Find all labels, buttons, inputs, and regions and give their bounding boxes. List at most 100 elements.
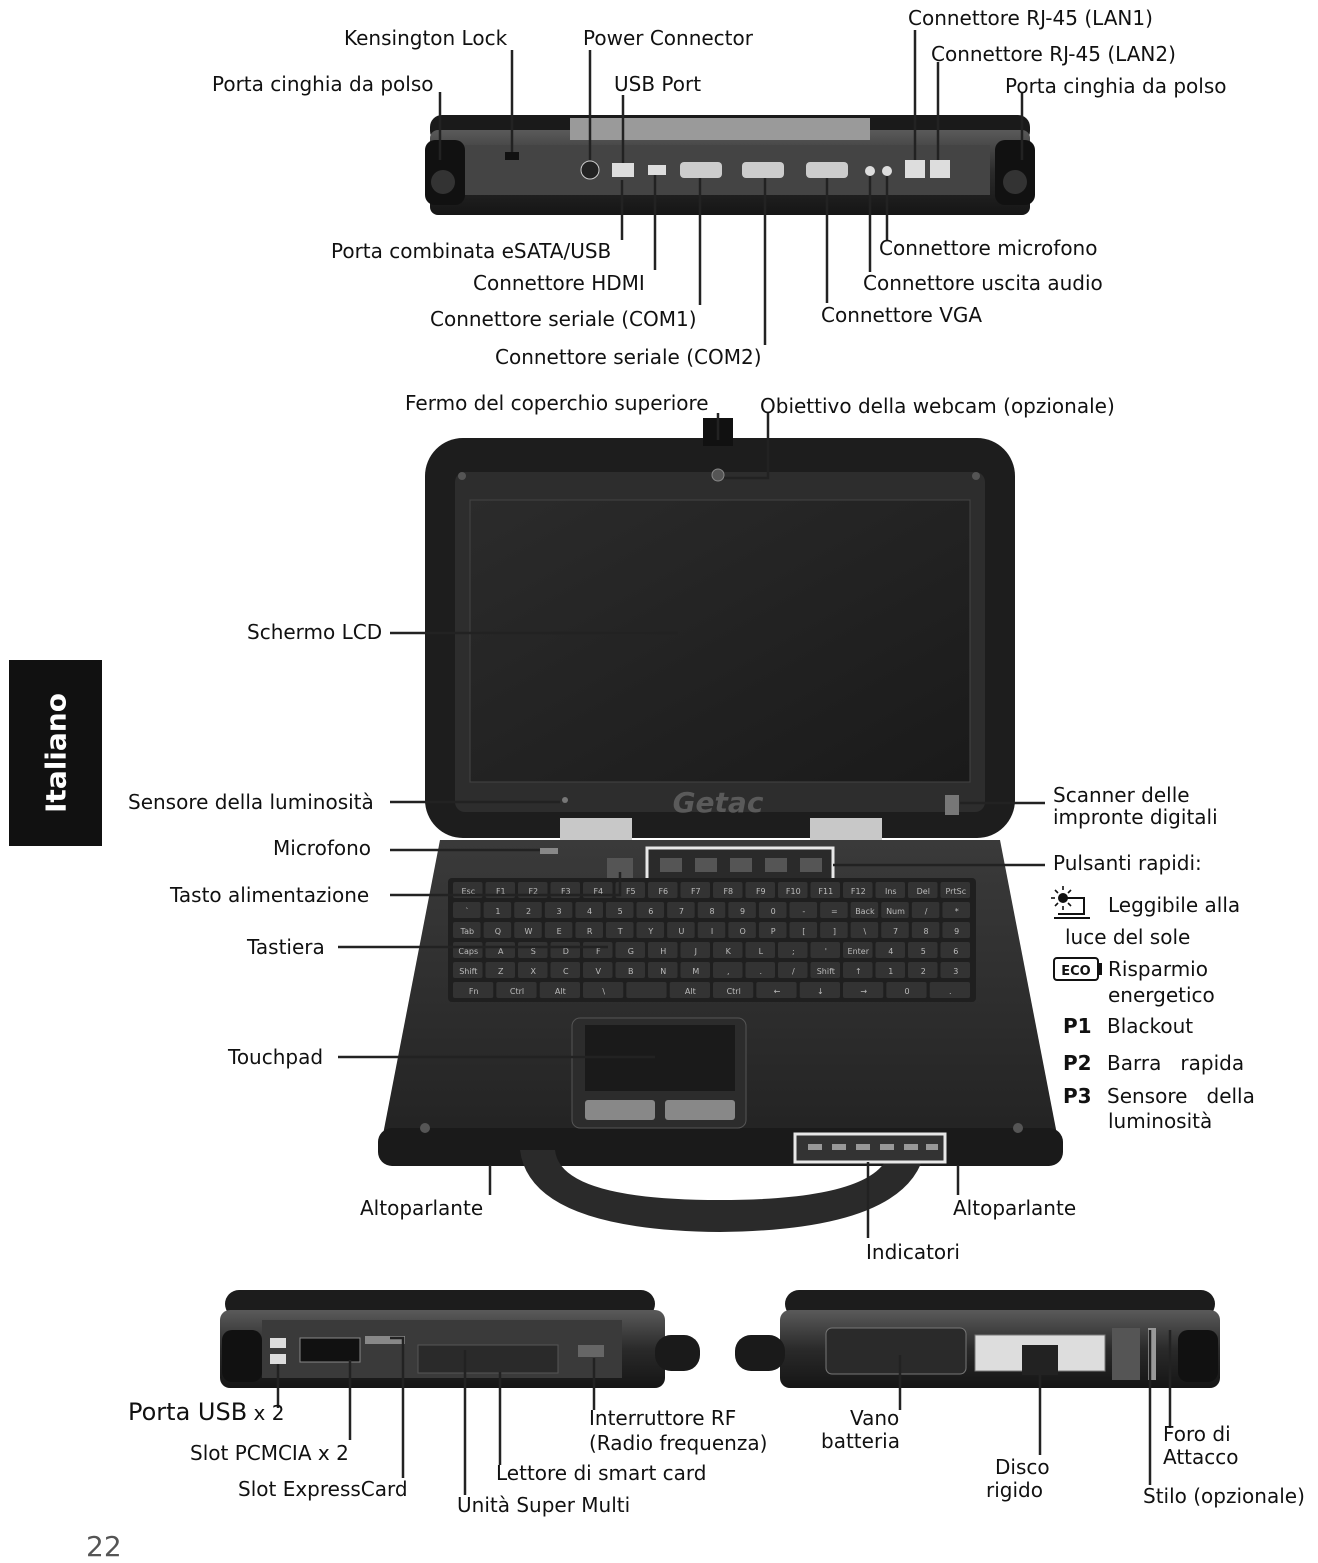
label-light-sensor: Sensore della luminosità (128, 790, 374, 814)
key-label: ' (825, 947, 827, 956)
key (667, 922, 695, 938)
key (942, 902, 970, 918)
language-tab-label: Italiano (39, 693, 72, 813)
key-label: 4 (587, 907, 592, 916)
key-label: N (660, 967, 666, 976)
key (810, 962, 840, 978)
key-label: . (949, 987, 952, 996)
lcd-screen (469, 499, 971, 783)
key (575, 922, 603, 938)
key (940, 882, 970, 898)
page-number: 22 (86, 1530, 122, 1563)
key (539, 982, 580, 998)
key (799, 982, 840, 998)
key-label: PrtSc (946, 887, 967, 896)
label-com2: Connettore seriale (COM2) (495, 345, 762, 369)
key (850, 902, 879, 918)
key-label: B (628, 967, 634, 976)
touchpad-right-button (665, 1100, 735, 1120)
battery-bay (825, 1327, 967, 1375)
key (605, 922, 634, 938)
key (453, 962, 483, 978)
rear-port-panel (460, 145, 990, 195)
key-label: I (711, 927, 713, 936)
label-indicators: Indicatori (866, 1240, 960, 1264)
strap-right-ring (1003, 170, 1027, 194)
key (605, 902, 634, 918)
usb-port (612, 163, 634, 177)
key (875, 962, 905, 978)
touchpad-left-button (585, 1100, 655, 1120)
audio-out-jack (865, 166, 875, 176)
key (850, 922, 879, 938)
base-screw-left (420, 1123, 430, 1133)
hotkey-sun-label-1: Leggibile alla (1108, 893, 1241, 917)
key (697, 922, 726, 938)
key (911, 902, 940, 918)
key-label: F7 (691, 887, 701, 896)
strap-left-ring (431, 170, 455, 194)
key-label: Enter (848, 947, 870, 956)
vga-port (806, 162, 848, 178)
key-label: Ctrl (727, 987, 741, 996)
key-label: ↓ (817, 987, 824, 996)
hotkey-sun-label-2: luce del sole (1065, 925, 1191, 949)
key (583, 962, 613, 978)
label-smartcard: Lettore di smart card (496, 1461, 707, 1485)
hotkey-eco-label-1: Risparmio (1108, 957, 1208, 981)
right-side-view (735, 1290, 1220, 1388)
label-usb-main: Porta USB (128, 1398, 248, 1426)
key-label: = (831, 907, 838, 916)
super-multi-drive (417, 1344, 559, 1374)
key-label: L (759, 947, 764, 956)
key-label: Ins (885, 887, 897, 896)
key-label: G (628, 947, 634, 956)
key-label: F8 (723, 887, 733, 896)
label-vga: Connettore VGA (821, 303, 983, 327)
key (713, 982, 754, 998)
key (453, 902, 481, 918)
label-usb-port: USB Port (614, 72, 702, 96)
key (485, 962, 515, 978)
key (881, 902, 909, 918)
power-key (607, 858, 633, 878)
key (680, 882, 710, 898)
key-label: F12 (851, 887, 866, 896)
hinge-right (810, 818, 882, 840)
key (669, 982, 710, 998)
key (908, 962, 938, 978)
key (514, 902, 542, 918)
key (636, 922, 665, 938)
key-label: O (739, 927, 745, 936)
svg-text:ECO: ECO (1061, 964, 1090, 979)
hotkey-p3-label: Sensore della (1107, 1084, 1255, 1108)
label-super-multi: Unità Super Multi (457, 1493, 631, 1517)
label-power-key: Tasto alimentazione (170, 883, 370, 907)
left-knob (655, 1335, 700, 1371)
key-label: 8 (709, 907, 714, 916)
hotkey-eco-label-2: energetico (1108, 983, 1215, 1007)
vent-grille (1112, 1328, 1140, 1380)
label-lan2: Connettore RJ-45 (LAN2) (931, 42, 1176, 66)
key (544, 902, 573, 918)
key (756, 982, 797, 998)
key (908, 942, 938, 958)
label-pcmcia: Slot PCMCIA x 2 (190, 1441, 349, 1465)
key (483, 902, 512, 918)
label-tether-2: Attacco (1163, 1445, 1239, 1469)
key-label: 3 (953, 967, 958, 976)
key (810, 882, 840, 898)
key-label: E (557, 927, 562, 936)
label-stylus: Stilo (opzionale) (1143, 1484, 1305, 1508)
hotkey-p3-label-2: luminosità (1108, 1109, 1213, 1133)
key (697, 902, 726, 918)
label-touchpad: Touchpad (228, 1045, 324, 1069)
key-label: H (660, 947, 666, 956)
label-audio-out: Connettore uscita audio (863, 271, 1103, 295)
key-label: Y (647, 927, 653, 936)
left-side-view (220, 1290, 700, 1388)
key-label: Esc (461, 887, 475, 896)
